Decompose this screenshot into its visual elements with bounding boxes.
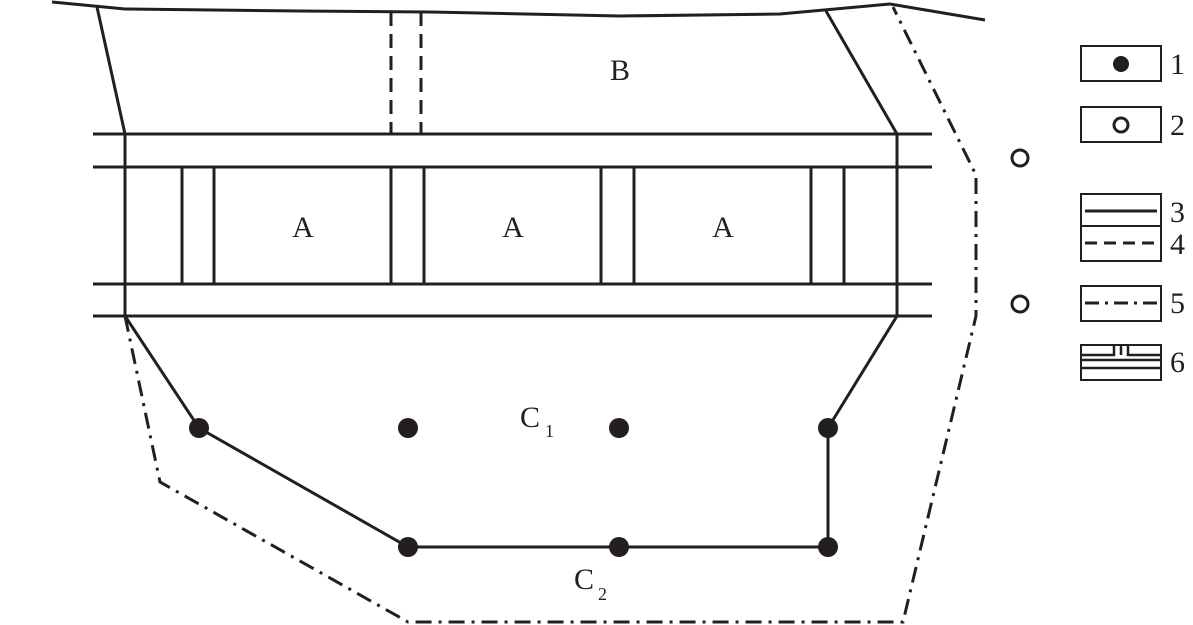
filled-dot <box>398 537 418 557</box>
pillar-a-label: A <box>502 211 524 244</box>
filled-dot <box>818 418 838 438</box>
legend-number-3: 3 <box>1170 196 1185 229</box>
hollow-dot <box>1010 294 1030 314</box>
pillar-a-3 <box>632 165 813 286</box>
filled-dot <box>189 418 209 438</box>
legend: 1 2 3 4 5 6 <box>1080 45 1185 381</box>
c-zone-solid-boundary <box>123 315 899 549</box>
legend-hollow-dot-icon <box>1112 116 1130 134</box>
c2-label: C <box>574 563 594 596</box>
legend-roadway-icon <box>1081 345 1161 370</box>
zone-b-label: B <box>610 54 630 87</box>
legend-number-5: 5 <box>1170 287 1185 320</box>
hollow-dot <box>1010 148 1030 168</box>
dash-dot-boundary <box>123 6 978 624</box>
pillar-partial-right <box>842 165 899 286</box>
legend-box-4 <box>1080 225 1162 262</box>
c1-label: C <box>520 401 540 434</box>
filled-dot <box>398 418 418 438</box>
pillar-a-label: A <box>292 211 314 244</box>
pillar-a-label: A <box>712 211 734 244</box>
filled-dot <box>609 537 629 557</box>
legend-number-4: 4 <box>1170 228 1185 261</box>
pillar-partial-left <box>123 165 184 286</box>
legend-number-1: 1 <box>1170 48 1185 81</box>
pillar-a-1 <box>212 165 393 286</box>
filled-dot <box>609 418 629 438</box>
pillar-a-2 <box>422 165 603 286</box>
zone-b-left-boundary <box>95 6 127 135</box>
c2-subscript: 2 <box>598 584 607 604</box>
legend-number-6: 6 <box>1170 346 1185 379</box>
c1-subscript: 1 <box>545 421 554 441</box>
zone-b-right-boundary <box>824 10 899 135</box>
legend-number-2: 2 <box>1170 109 1185 142</box>
surface-line <box>51 0 986 22</box>
legend-filled-dot-icon <box>1113 56 1129 72</box>
filled-dot <box>818 537 838 557</box>
